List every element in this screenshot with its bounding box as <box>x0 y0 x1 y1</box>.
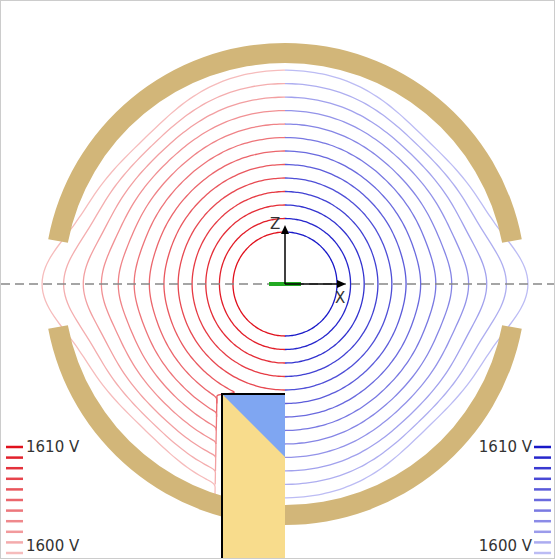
contour-line <box>285 192 378 377</box>
axis-label: Z <box>270 217 280 232</box>
scale-tick <box>6 467 23 470</box>
scale-tick <box>6 478 23 481</box>
axes <box>281 225 346 288</box>
scale-tick <box>6 552 23 555</box>
scale-tick <box>534 499 551 502</box>
scale-tick <box>534 541 551 544</box>
probe-block <box>222 394 285 559</box>
scale-label: 1600 V <box>26 539 79 554</box>
axis-label: X <box>335 291 345 306</box>
scale-tick <box>534 488 551 491</box>
scale-tick <box>6 446 23 449</box>
electrode-segment <box>48 43 522 243</box>
scale-tick <box>6 499 23 502</box>
scale-tick <box>6 509 23 512</box>
scale-label: 1610 V <box>26 440 79 455</box>
contour-line <box>285 219 351 350</box>
scale-tick <box>6 456 23 459</box>
scale-tick <box>534 509 551 512</box>
scale-tick <box>534 520 551 523</box>
scale-tick <box>534 531 551 534</box>
scale-tick <box>534 552 551 555</box>
scale-tick <box>6 531 23 534</box>
symmetry-axis <box>1 283 555 285</box>
probe-tip <box>222 394 285 457</box>
color-scales <box>6 447 551 553</box>
scale-tick <box>6 541 23 544</box>
scale-tick <box>534 467 551 470</box>
scale-tick <box>534 456 551 459</box>
scale-label: 1600 V <box>479 539 532 554</box>
scale-tick <box>6 488 23 491</box>
probe-outline <box>222 394 285 559</box>
contour-line <box>285 178 392 390</box>
scale-tick <box>6 520 23 523</box>
scale-tick <box>534 446 551 449</box>
scale-label: 1610 V <box>479 440 532 455</box>
scale-tick <box>534 478 551 481</box>
